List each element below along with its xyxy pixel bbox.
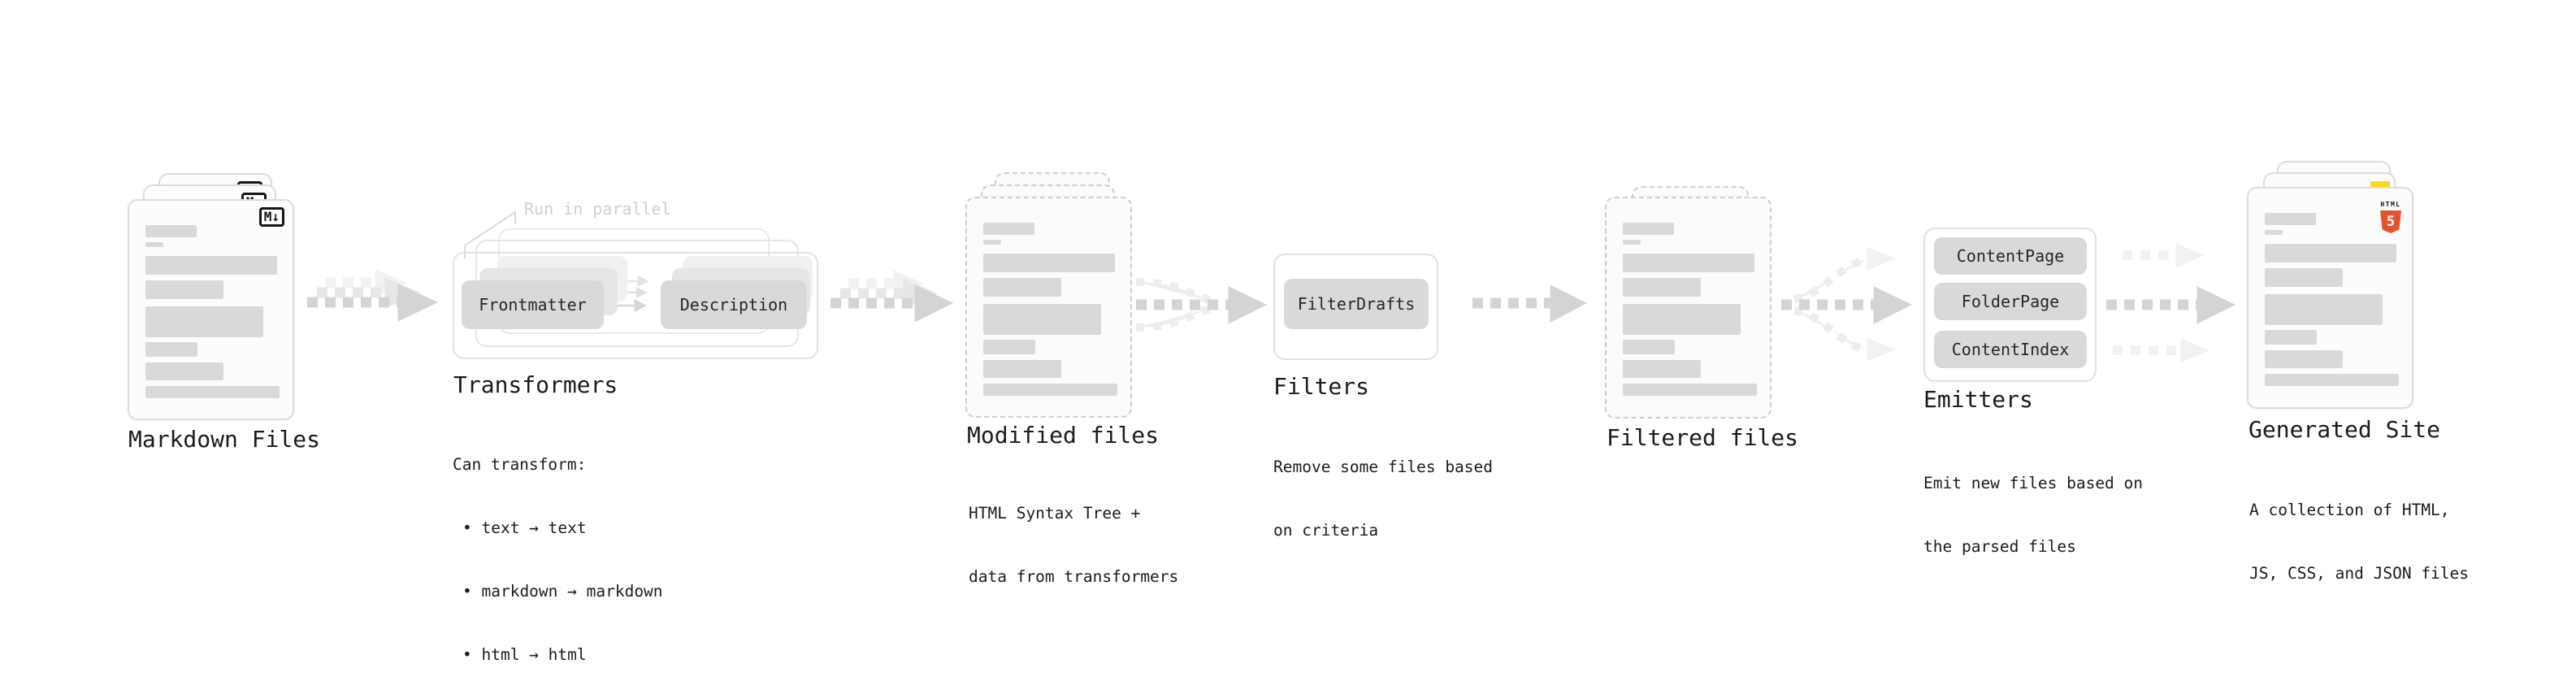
stage-label-filters: Filters xyxy=(1273,373,1370,400)
file-content-placeholder xyxy=(2265,213,2399,386)
modified-files-stack xyxy=(965,172,1164,421)
run-in-parallel-callout: Run in parallel xyxy=(524,199,671,219)
text-line-placeholder xyxy=(1623,304,1741,335)
arrows-emitters-to-generated xyxy=(2106,243,2236,363)
html-file-card: HTML 5 xyxy=(2247,187,2413,409)
file-content-placeholder xyxy=(145,225,280,398)
transformer-layer-box xyxy=(453,252,818,359)
text-line-placeholder xyxy=(2265,350,2343,368)
text-line-placeholder xyxy=(2265,230,2283,235)
text-line-placeholder xyxy=(145,242,163,247)
stage-label-emitters: Emitters xyxy=(1923,386,2033,413)
stage-label-generated-site: Generated Site xyxy=(2249,416,2441,443)
text-line-placeholder xyxy=(983,360,1061,378)
file-content-placeholder xyxy=(983,223,1117,396)
text-line-placeholder xyxy=(1623,384,1757,396)
description-line: data from transformers xyxy=(969,567,1179,586)
description-pill: Description xyxy=(661,280,807,329)
description-line: Can transform: xyxy=(453,455,587,474)
arrow-transformers-to-modified xyxy=(830,270,954,323)
contentindex-pill: ContentIndex xyxy=(1934,331,2087,368)
html5-icon: HTML 5 xyxy=(2379,194,2402,233)
description-line: Remove some files based xyxy=(1273,458,1494,476)
text-line-placeholder xyxy=(983,254,1115,272)
stage-label-modified-files: Modified files xyxy=(967,422,1160,449)
text-line-placeholder xyxy=(2265,330,2317,345)
text-line-placeholder xyxy=(1623,360,1701,378)
filtered-files-stack xyxy=(1605,186,1804,422)
text-line-placeholder xyxy=(2265,374,2399,386)
text-line-placeholder xyxy=(983,384,1117,396)
text-line-placeholder xyxy=(145,280,223,299)
text-line-placeholder xyxy=(983,240,1001,245)
contentpage-pill: ContentPage xyxy=(1934,237,2087,275)
description-line: A collection of HTML, xyxy=(2249,501,2450,519)
arrow-markdown-to-transformers xyxy=(307,269,439,322)
filters-description: Remove some files based on criteria xyxy=(1273,414,1493,583)
markdown-file-card: M↓ xyxy=(128,199,294,420)
description-line: • markdown → markdown xyxy=(462,582,663,601)
text-line-placeholder xyxy=(1623,340,1675,354)
arrow-modified-to-filters xyxy=(1135,278,1268,332)
description-line: the parsed files xyxy=(1923,537,2076,556)
generated-site-description: A collection of HTML, JS, CSS, and JSON … xyxy=(2249,458,2469,627)
text-line-placeholder xyxy=(1623,254,1754,272)
text-line-placeholder xyxy=(2265,268,2343,287)
description-line: • html → html xyxy=(462,645,587,664)
folderpage-pill: FolderPage xyxy=(1934,283,2087,320)
description-line: • text → text xyxy=(462,518,587,537)
text-line-placeholder xyxy=(2265,244,2396,262)
arrow-filtered-to-emitters xyxy=(1781,247,1913,362)
markdown-files-stack: M↓ M↓ M↓ xyxy=(128,173,327,422)
stage-label-filtered-files: Filtered files xyxy=(1607,424,1799,451)
stage-label-markdown-files: Markdown Files xyxy=(128,426,321,453)
text-line-placeholder xyxy=(983,223,1034,235)
stage-label-transformers: Transformers xyxy=(453,371,618,398)
text-line-placeholder xyxy=(983,340,1035,354)
text-line-placeholder xyxy=(145,342,197,357)
text-line-placeholder xyxy=(2265,294,2383,325)
text-line-placeholder xyxy=(1623,278,1701,297)
description-line: on criteria xyxy=(1273,521,1379,540)
text-line-placeholder xyxy=(145,386,280,398)
transformers-description: Can transform: • text → text • markdown … xyxy=(453,412,663,681)
filterdrafts-pill: FilterDrafts xyxy=(1284,279,1429,329)
description-line: HTML Syntax Tree + xyxy=(969,504,1141,523)
text-line-placeholder xyxy=(145,225,197,237)
text-line-placeholder xyxy=(983,278,1061,297)
javascript-icon xyxy=(2370,181,2390,190)
modified-file-card xyxy=(965,197,1132,418)
markdown-icon: M↓ xyxy=(258,207,284,227)
text-line-placeholder xyxy=(1623,240,1641,245)
generated-site-stack: CSS HTML 5 xyxy=(2247,161,2446,413)
text-line-placeholder xyxy=(2265,213,2316,225)
text-line-placeholder xyxy=(983,304,1101,335)
arrow-filters-to-filtered xyxy=(1472,284,1588,323)
text-line-placeholder xyxy=(1623,223,1674,235)
html5-icon-number: 5 xyxy=(2386,214,2396,230)
frontmatter-pill: Frontmatter xyxy=(462,280,604,329)
text-line-placeholder xyxy=(145,306,263,337)
text-line-placeholder xyxy=(145,362,223,380)
description-line: Emit new files based on xyxy=(1923,474,2144,492)
html5-icon-word: HTML xyxy=(2380,201,2401,208)
modified-files-description: HTML Syntax Tree + data from transformer… xyxy=(969,461,1178,630)
text-line-placeholder xyxy=(145,256,277,275)
emitters-description: Emit new files based on the parsed files xyxy=(1923,431,2143,600)
html5-icon-shield: 5 xyxy=(2380,210,2401,233)
file-content-placeholder xyxy=(1623,223,1757,396)
filtered-file-card xyxy=(1605,197,1772,419)
description-line: JS, CSS, and JSON files xyxy=(2249,564,2470,583)
